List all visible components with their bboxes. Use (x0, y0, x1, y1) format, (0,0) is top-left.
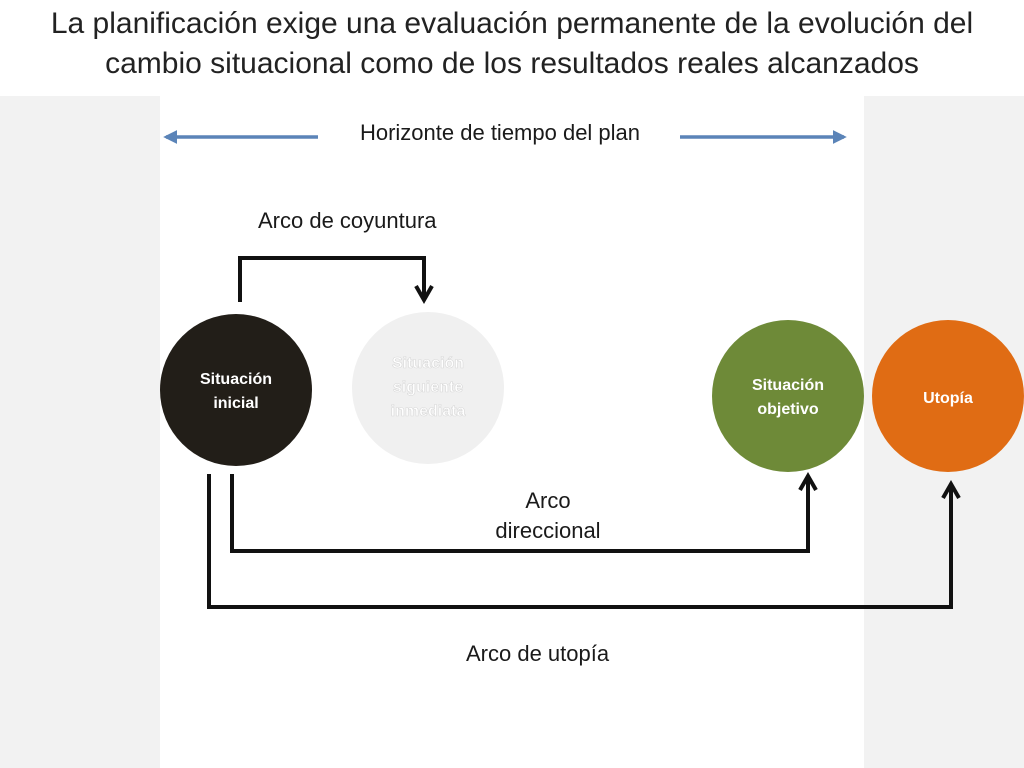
arc-direccional-connector (230, 474, 810, 553)
horizon-label: Horizonte de tiempo del plan (359, 120, 641, 145)
node-circle (872, 320, 1024, 472)
node-utopia: Utopía (872, 320, 1024, 472)
node-label: siguiente (393, 379, 463, 396)
arc-coyuntura-label: Arco de coyuntura (258, 208, 437, 233)
node-label: Situación (200, 371, 272, 388)
node-situacion-inicial: Situación inicial (160, 314, 312, 466)
node-label: Utopía (923, 390, 973, 407)
node-situacion-objetivo: Situación objetivo (712, 320, 864, 472)
node-circle (352, 312, 504, 464)
slide-title: La planificación exige una evaluación pe… (0, 4, 1024, 84)
arc-direccional-label-line-1: Arco (525, 488, 571, 513)
arc-direccional-label: Arco direccional (470, 486, 626, 546)
arc-direccional-arrowhead (798, 471, 818, 491)
node-label: inmediata (391, 403, 466, 420)
arc-direccional-label-line-2: direccional (495, 518, 601, 543)
node-label: inicial (213, 395, 258, 412)
node-label: Situación (392, 355, 464, 372)
title-line-1: La planificación exige una evaluación pe… (50, 7, 974, 40)
arc-coyuntura-connector (238, 256, 426, 302)
arc-utopia-label: Arco de utopía (466, 641, 610, 666)
left-side-panel (0, 96, 160, 768)
node-circle (160, 314, 312, 466)
node-label: objetivo (757, 401, 819, 418)
node-label: Situación (752, 377, 824, 394)
arc-utopia-connector (207, 474, 953, 609)
title-line-2: cambio situacional como de los resultado… (105, 47, 919, 80)
arc-utopia-arrowhead (941, 479, 961, 499)
node-situacion-siguiente: Situación siguiente inmediata (352, 312, 504, 464)
arc-coyuntura-arrowhead (414, 285, 434, 305)
node-circle (712, 320, 864, 472)
